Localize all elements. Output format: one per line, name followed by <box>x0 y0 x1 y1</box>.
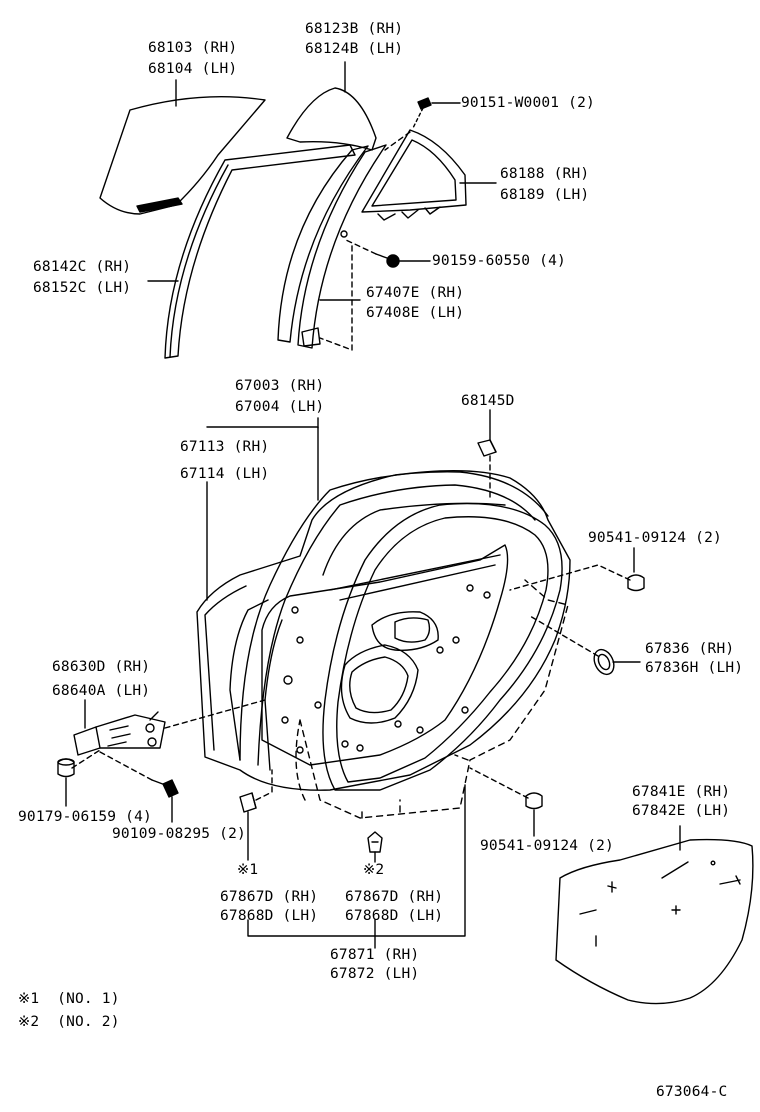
weatherstrip-clip-no2 <box>367 831 383 853</box>
label-run-channel-rh: 68142C (RH) <box>33 259 132 275</box>
legend-note-1: ※1 (NO. 1) <box>18 991 120 1007</box>
label-door-outer-lh: 67114 (LH) <box>180 466 270 482</box>
label-bolt-hinge-b: 90109-08295 (2) <box>112 826 246 842</box>
glass-run-channel <box>164 144 356 359</box>
label-division-bar-lh: 67408E (LH) <box>366 305 465 321</box>
label-vent-window-lh: 68189 (LH) <box>500 187 590 203</box>
label-quarter-glass-rh: 68123B (RH) <box>305 21 404 37</box>
label-bolt-hinge-a: 90179-06159 (4) <box>18 809 152 825</box>
dashed-weatherstrip-outline-2 <box>361 754 469 819</box>
service-hole-cover <box>555 838 754 1005</box>
label-clip-right-top: 90541-09124 (2) <box>588 530 722 546</box>
door-weatherstrip <box>322 502 563 791</box>
label-hinge-lh: 68640A (LH) <box>52 683 151 699</box>
label-weatherstrip-lh: 67872 (LH) <box>330 966 420 982</box>
label-bolt-mid: 90159-60550 (4) <box>432 253 566 269</box>
figure-code: 673064-C <box>656 1084 728 1100</box>
label-door-outer-rh: 67113 (RH) <box>180 439 270 455</box>
label-quarter-glass-lh: 68124B (LH) <box>305 41 404 57</box>
label-grommet-lh: 67836H (LH) <box>645 660 744 676</box>
leader-bottom-bracket <box>247 784 466 937</box>
clip-right-top <box>627 574 645 592</box>
clip-right-bottom <box>525 792 543 810</box>
label-door-panel-lh: 67004 (LH) <box>235 399 325 415</box>
label-hinge-rh: 68630D (RH) <box>52 659 151 675</box>
label-run-channel-lh: 68152C (LH) <box>33 280 132 296</box>
label-door-panel-rh: 67003 (RH) <box>235 378 325 394</box>
label-hole-cover-rh: 67841E (RH) <box>632 784 731 800</box>
cushion-part <box>477 439 497 457</box>
dashed-clip-right-top <box>509 564 631 591</box>
division-bar <box>277 144 387 349</box>
label-grommet-rh: 67836 (RH) <box>645 641 735 657</box>
label-clip-left-rh: 67867D (RH) <box>220 889 319 905</box>
dashed-bolt-b <box>99 751 153 781</box>
dashed-bolt-a <box>71 749 101 769</box>
dashed-division-bar <box>319 245 353 351</box>
dashed-bolt-mid <box>345 239 377 255</box>
dashed-clip-no1 <box>255 769 273 801</box>
label-clip-right-bottom: 90541-09124 (2) <box>480 838 614 854</box>
dashed-screw-to-glass <box>384 131 411 151</box>
label-clip-right-lh: 67868D (LH) <box>345 908 444 924</box>
hinge-bolt-b <box>151 779 179 798</box>
door-glass <box>99 95 266 215</box>
label-screw-top: 90151-W0001 (2) <box>461 95 595 111</box>
label-cushion: 68145D <box>461 393 515 409</box>
note-mark-2: ※2 <box>363 862 385 878</box>
label-hole-cover-lh: 67842E (LH) <box>632 803 731 819</box>
bolt-mid-target <box>340 230 348 238</box>
grommet <box>593 648 615 676</box>
dashed-hinge <box>164 699 266 729</box>
label-clip-right-rh: 67867D (RH) <box>345 889 444 905</box>
dashed-weatherstrip-outline <box>295 579 569 819</box>
label-glass-rh: 68103 (RH) <box>148 40 238 56</box>
dashed-grommet <box>529 615 599 657</box>
door-hinge <box>73 711 166 756</box>
screw-top <box>412 97 432 129</box>
leader-door-bracket <box>206 426 319 501</box>
vent-window <box>361 129 467 221</box>
label-division-bar-rh: 67407E (RH) <box>366 285 465 301</box>
hinge-bolt-a <box>57 758 75 778</box>
label-clip-left-lh: 67868D (LH) <box>220 908 319 924</box>
weatherstrip-clip-no1 <box>239 792 257 813</box>
label-glass-lh: 68104 (LH) <box>148 61 238 77</box>
bolt-mid <box>375 253 400 268</box>
label-vent-window-rh: 68188 (RH) <box>500 166 590 182</box>
dashed-clip-right-bottom <box>469 767 529 799</box>
label-weatherstrip-rh: 67871 (RH) <box>330 947 420 963</box>
legend-note-2: ※2 (NO. 2) <box>18 1014 120 1030</box>
note-mark-1: ※1 <box>237 862 259 878</box>
door-shell <box>196 469 571 791</box>
quarter-glass <box>286 87 377 151</box>
